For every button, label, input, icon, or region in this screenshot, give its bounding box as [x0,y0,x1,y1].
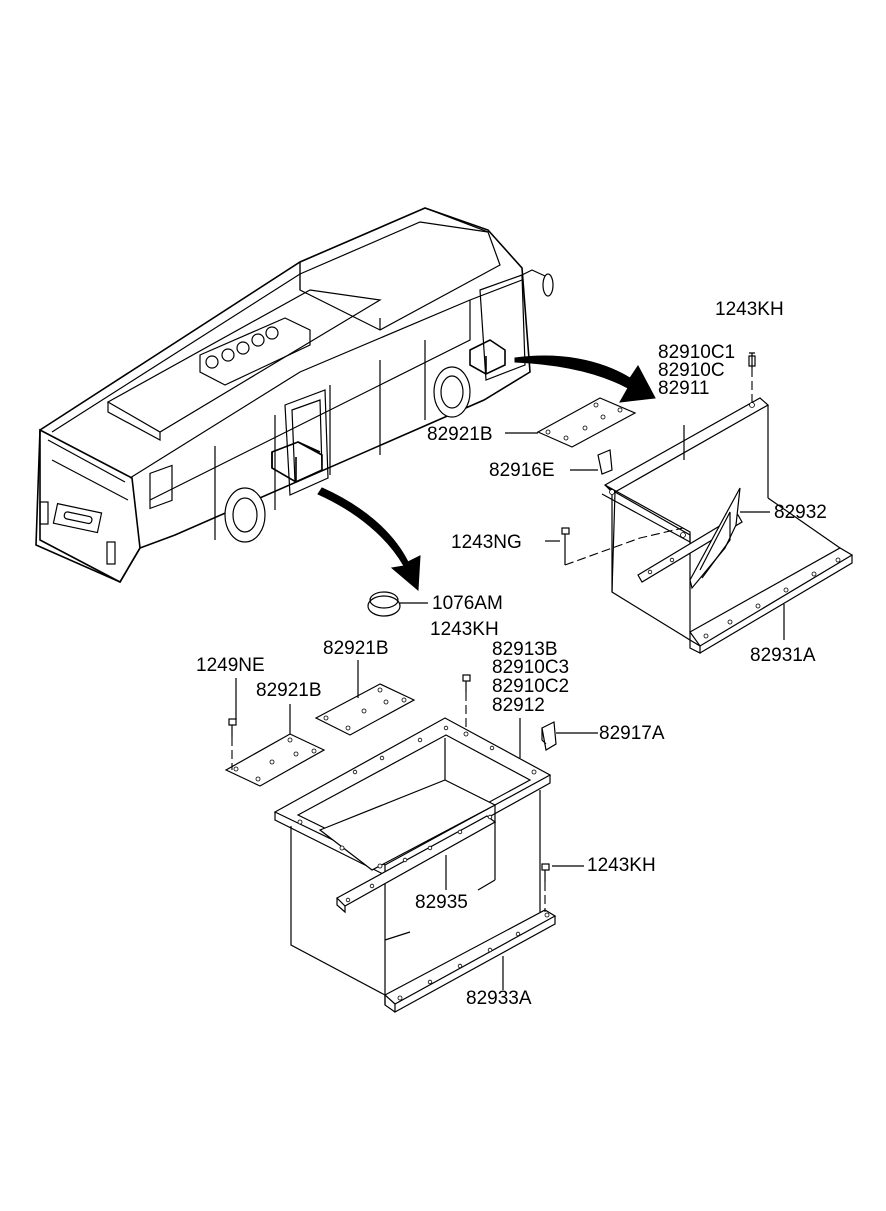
part-label-1243KH-low: 1243KH [587,855,656,876]
part-label-82910C1: 82910C1 [658,342,736,363]
part-label-82910C2: 82910C2 [492,676,570,697]
part-label-82932: 82932 [774,502,827,523]
part-label-82933A: 82933A [466,988,532,1009]
bus-illustration [35,207,554,584]
part-label-82921B-right: 82921B [427,424,493,445]
part-label-1249NE: 1249NE [196,655,265,676]
part-label-82935: 82935 [415,892,468,913]
part-label-1243KH-mid: 1243KH [430,619,499,640]
part-label-82910C3: 82910C3 [492,657,570,678]
part-label-82921B-left: 82921B [256,680,322,701]
part-label-82911: 82911 [658,378,710,399]
part-label-82913B: 82913B [492,639,558,660]
arrow-to-right-compartment [514,355,656,403]
part-label-82917A: 82917A [599,723,665,744]
part-label-1076AM: 1076AM [432,593,503,614]
part-label-82931A: 82931A [750,645,816,666]
arrow-to-lower-compartment [317,487,421,592]
right-compartment-assembly [505,352,854,654]
part-label-82910C: 82910C [658,360,725,381]
part-label-82912: 82912 [492,695,545,716]
part-label-82916E: 82916E [489,460,555,481]
lower-compartment-assembly [224,591,598,1014]
part-label-1243KH-top: 1243KH [715,299,784,320]
part-label-1243NG: 1243NG [451,532,522,553]
part-label-82921B-mid: 82921B [323,638,389,659]
